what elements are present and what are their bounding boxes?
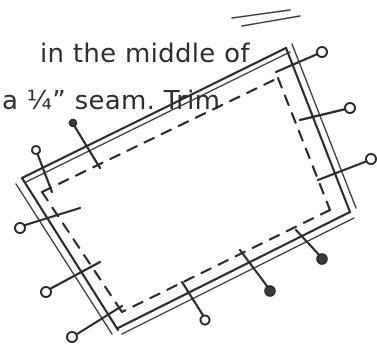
pins xyxy=(14,46,377,343)
instruction-line-2: a ¼” seam. Trim xyxy=(2,86,221,116)
instruction-line-1: in the middle of xyxy=(40,39,250,69)
fabric-outline xyxy=(15,9,357,335)
seam-stitching xyxy=(40,76,332,314)
